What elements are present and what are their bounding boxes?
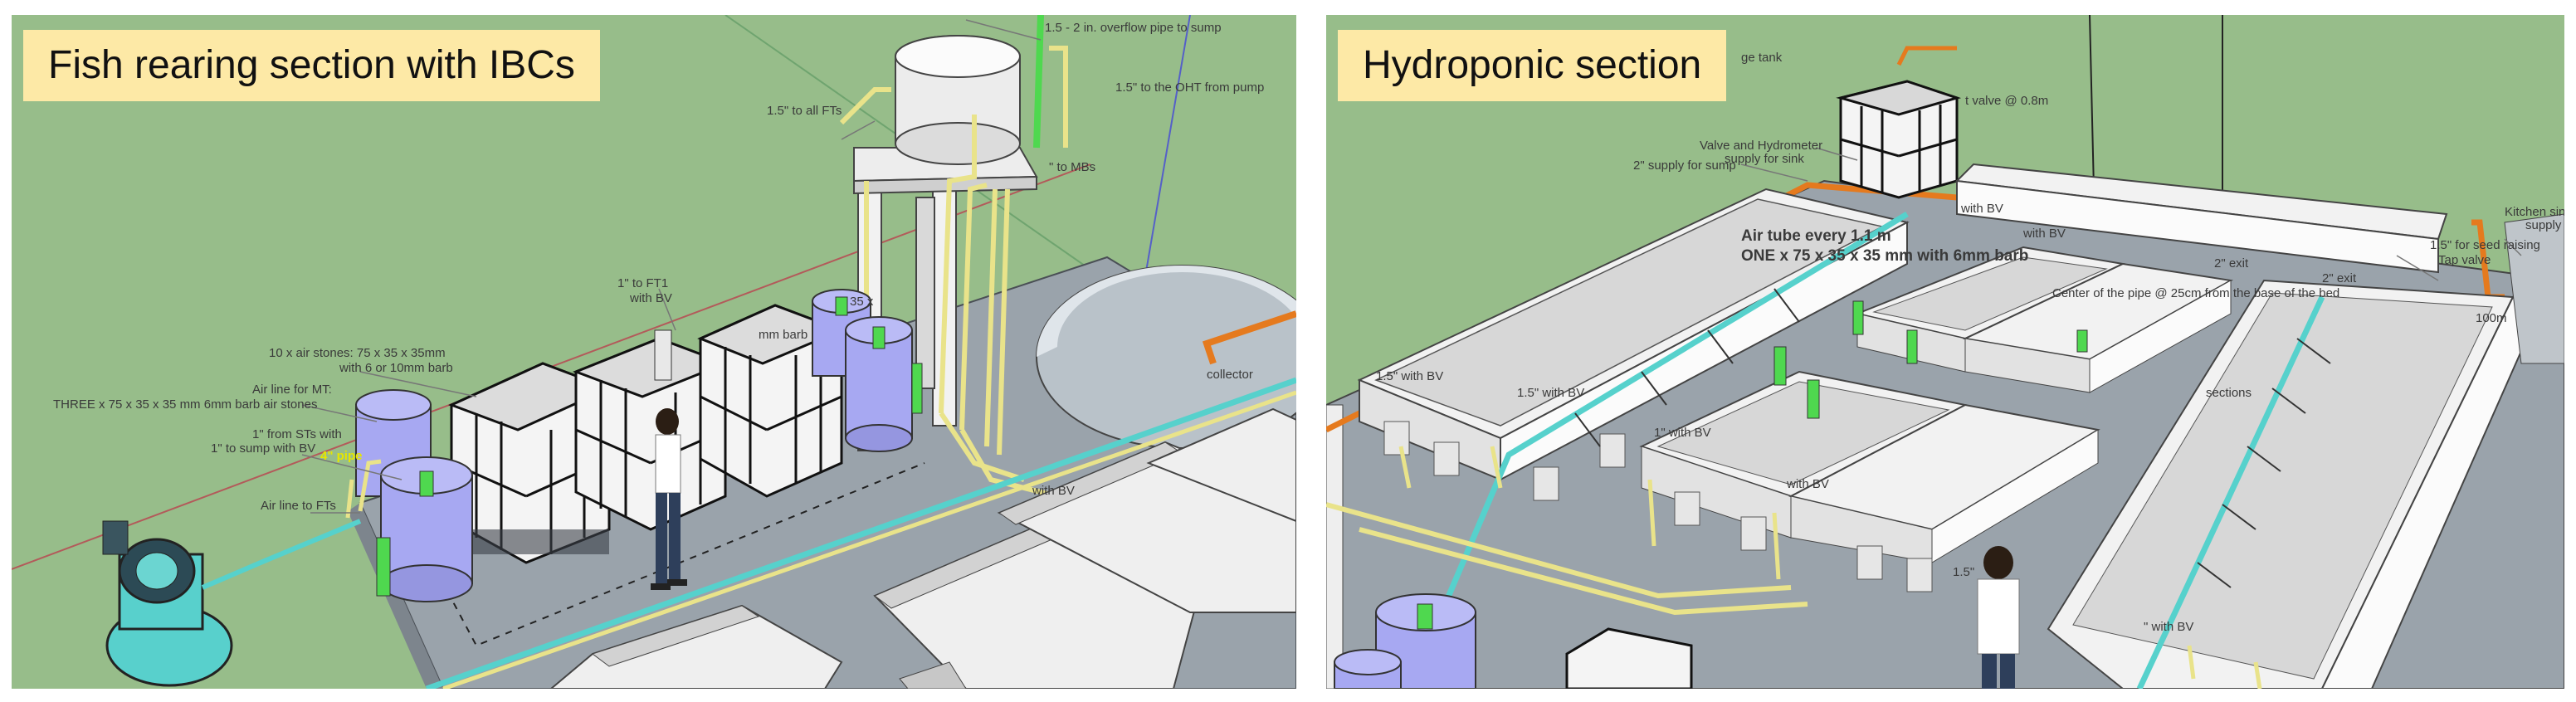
yellow-drop-e <box>2187 645 2196 680</box>
yellow-pipe-sump-a <box>358 459 382 512</box>
label-to-mbs: " to MBs <box>1049 160 1095 174</box>
panel-title-fish-rearing: Fish rearing section with IBCs <box>23 30 600 101</box>
bed-legs <box>1383 421 1933 592</box>
yellow-pipe-tower-a <box>939 115 977 414</box>
bed-middle-b <box>1962 262 2234 393</box>
label-center-pipe: Center of the pipe @ 25cm from the base … <box>2052 286 2339 300</box>
yellow-pipe-floor-b <box>959 428 1058 499</box>
label-air-line-fts: Air line to FTs <box>261 499 336 513</box>
label-valve-08: t valve @ 0.8m <box>1965 94 2048 108</box>
label-air-tube: Air tube every 1.1 m <box>1741 227 1891 245</box>
label-with-bv-f: " with BV <box>2144 620 2193 634</box>
yellow-drop-d <box>1772 512 1781 580</box>
person-figure <box>1977 546 2020 689</box>
label-pipe-size: 4" pipe <box>320 449 362 463</box>
label-size-35: 35 x <box>850 295 874 309</box>
label-overflow-pipe: 1.5 - 2 in. overflow pipe to sump <box>1045 21 1222 35</box>
yellow-pipe-fts <box>839 87 891 125</box>
air-stone-branches <box>1574 288 2331 588</box>
yellow-pipe-floor <box>939 412 1025 482</box>
label-with-bv-2: with BV <box>1032 484 1075 498</box>
right-wall <box>2504 213 2564 364</box>
panel-title-hydroponic: Hydroponic section <box>1338 30 1727 101</box>
fish-rearing-scene: 1.5 - 2 in. overflow pipe to sump 1.5" t… <box>12 15 1296 689</box>
yellow-pipe-sump-b <box>345 479 354 519</box>
blue-barrel-right-front <box>845 316 923 452</box>
grow-bed-1 <box>549 604 843 689</box>
bed-top-long <box>1954 163 2448 274</box>
hydroponic-panel: ge tank t valve @ 0.8m supply for sink V… <box>1326 15 2564 689</box>
label-with-bv-b: 1.5" with BV <box>1517 386 1584 400</box>
label-seed-raising: 1.5" for seed raising <box>2430 238 2540 252</box>
green-standpipes <box>1773 300 2088 419</box>
air-line-main <box>425 377 1296 689</box>
yellow-pipe-tower-d <box>997 188 1010 456</box>
yellow-drop-a <box>1398 446 1412 489</box>
label-with-bv: with BV <box>629 291 672 305</box>
label-dim-100: 100m <box>2476 311 2507 325</box>
ibc-bottom <box>1565 627 1693 689</box>
label-supply: supply <box>2525 218 2562 232</box>
yellow-pipe-tower-c <box>984 188 998 447</box>
label-air-line-mt: Air line for MT: <box>252 383 332 397</box>
bed-right-long <box>2047 279 2539 689</box>
orange-pipe <box>1202 310 1296 365</box>
label-valve-hydrometer: Valve and Hydrometer <box>1700 139 1822 153</box>
air-compressor <box>102 520 233 687</box>
label-oht-from-pump: 1.5" to the OHT from pump <box>1115 80 1264 95</box>
yellow-pipe-front <box>1326 502 1792 599</box>
label-exit-b: 2" exit <box>2322 271 2357 285</box>
label-three-air-stones: THREE x 75 x 35 x 35 mm 6mm barb air sto… <box>53 397 317 412</box>
label-supply-sump: 2" supply for sump <box>1633 158 1736 173</box>
ibc-tank-3 <box>697 304 846 498</box>
yellow-pipe-tower-b <box>959 183 988 431</box>
label-to-all-fts: 1.5" to all FTs <box>767 104 842 118</box>
person-figure <box>651 408 687 590</box>
label-sections: sections <box>2206 386 2252 400</box>
yellow-drop-f <box>2253 661 2262 689</box>
blue-barrel-left-front <box>376 456 473 602</box>
label-tap-valve: Tap valve <box>2438 253 2491 267</box>
hydroponic-scene: ge tank t valve @ 0.8m supply for sink V… <box>1326 15 2564 689</box>
label-mm-barb: mm barb <box>759 328 807 342</box>
label-to-sump-bv: 1" to sump with BV <box>211 441 315 456</box>
bed-front-right <box>1788 403 2100 563</box>
air-line-to-fts <box>201 519 362 590</box>
yellow-pipe-oht <box>1049 46 1068 148</box>
label-bv-c: with BV <box>2022 227 2066 241</box>
air-tube-right <box>2136 295 2325 689</box>
label-with-bv-e: with BV <box>1960 202 2003 216</box>
blue-axis-line <box>1139 15 1191 306</box>
label-air-stones-b: with 6 or 10mm barb <box>339 361 453 375</box>
label-with-bv-a: 1.5" with BV <box>1376 369 1443 383</box>
yellow-pipe-main <box>442 390 1296 689</box>
label-to-ft1: 1" to FT1 <box>617 276 668 290</box>
label-tank-top: ge tank <box>1741 51 1783 65</box>
label-air-stones-a: 10 x air stones: 75 x 35 x 35mm <box>269 346 446 360</box>
label-with-bv-c: 1" with BV <box>1654 426 1711 440</box>
blue-barrels-bottom <box>1334 593 1476 689</box>
label-exit-a: 2" exit <box>2214 256 2249 271</box>
sump-pit-rim <box>1037 266 1296 357</box>
green-overflow-pipe <box>1033 15 1044 149</box>
label-15: 1.5" <box>1953 565 1974 579</box>
fish-rearing-panel: 1.5 - 2 in. overflow pipe to sump 1.5" t… <box>12 15 1296 689</box>
label-collector: collector <box>1207 368 1253 382</box>
label-kitchen-sink: Kitchen sink <box>2505 205 2564 219</box>
yellow-pipe-front-b <box>1359 527 1808 616</box>
yellow-drop-c <box>1647 479 1656 547</box>
yellow-drop-b <box>1490 446 1503 489</box>
grow-bed-4 <box>1146 407 1296 523</box>
label-supply-sink: supply for sink <box>1725 152 1804 166</box>
label-with-bv-d: with BV <box>1786 477 1829 491</box>
label-from-sts: 1" from STs with <box>252 427 342 441</box>
side-wall <box>1326 404 1344 689</box>
label-air-stone-spec: ONE x 75 x 35 x 35 mm with 6mm barb <box>1741 247 2028 265</box>
